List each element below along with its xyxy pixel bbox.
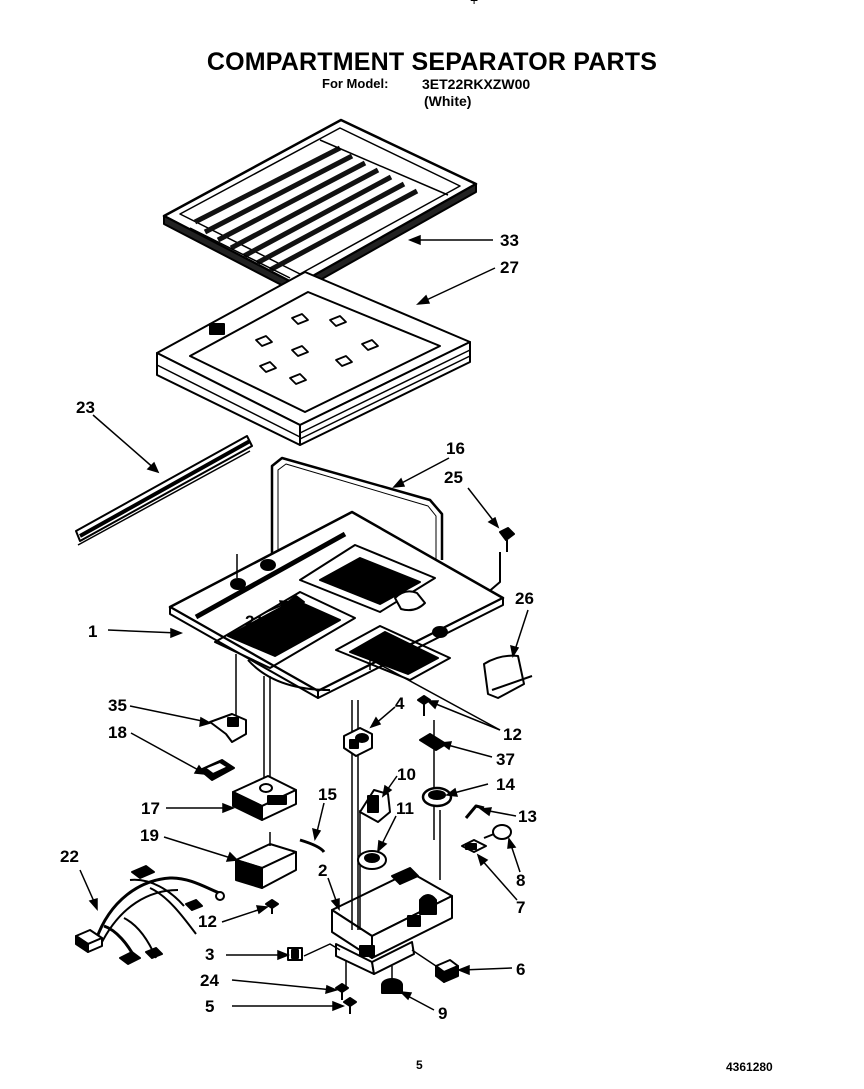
- callout-25: 25: [444, 468, 463, 487]
- callout-35: 35: [108, 696, 127, 715]
- nut-part-21: [287, 595, 305, 609]
- gear-part-14: [421, 786, 453, 808]
- callout-22: 22: [60, 847, 79, 866]
- callout-21: 21: [245, 612, 264, 631]
- shim-part-37: [419, 733, 447, 751]
- callout-12-lower: 12: [198, 912, 217, 931]
- callout-23: 23: [76, 398, 95, 417]
- knob-part-4: [343, 727, 373, 757]
- screw-part-5: [343, 997, 357, 1014]
- callout-27: 27: [500, 258, 519, 277]
- callout-14: 14: [496, 775, 515, 794]
- callout-8: 8: [516, 871, 525, 890]
- callout-18: 18: [108, 723, 127, 742]
- callout-3: 3: [205, 945, 214, 964]
- leader-lines: [79, 234, 529, 1012]
- label-plate-part-7: [461, 839, 487, 853]
- link-part-15: [299, 838, 326, 853]
- top-registration-mark: +: [470, 0, 479, 8]
- callout-6: 6: [516, 960, 525, 979]
- callout-10: 10: [397, 765, 416, 784]
- callout-15: 15: [318, 785, 337, 804]
- model-number: 3ET22RKXZW00: [422, 76, 531, 92]
- grommet-part-11: [357, 850, 387, 870]
- screw-part-12-upper: [417, 695, 431, 716]
- document-number: 4361280: [726, 1060, 773, 1074]
- callout-37: 37: [496, 750, 515, 769]
- clip-part-35: [209, 713, 247, 743]
- callout-11: 11: [396, 799, 414, 818]
- callout-9: 9: [438, 1004, 447, 1023]
- model-label: For Model:: [322, 76, 389, 91]
- control-bracket-part-2: [303, 700, 453, 975]
- wire-harness-part-22: [75, 865, 225, 965]
- breaker-strip-part-23: [75, 435, 253, 546]
- cover-part-19: [235, 832, 297, 889]
- connector-part-6: [411, 949, 459, 983]
- screw-part-12-lower: [265, 899, 279, 914]
- grille-shelf-part-33: [162, 118, 478, 294]
- callout-13: 13: [518, 807, 537, 826]
- callout-24: 24: [200, 971, 219, 990]
- foot-part-9: [381, 966, 403, 994]
- page-number: 5: [416, 1058, 423, 1072]
- callout-19: 19: [140, 826, 159, 845]
- callout-33: 33: [500, 231, 519, 250]
- callout-1: 1: [88, 622, 97, 641]
- dial-part-8: [483, 824, 512, 840]
- callout-7: 7: [516, 898, 525, 917]
- callout-4: 4: [395, 694, 405, 713]
- callout-17: 17: [141, 799, 160, 818]
- callout-numbers: 33 27 23 16 25 26 1 21 4 12 35 18 37 10 …: [60, 231, 537, 1023]
- color-note: (White): [424, 93, 472, 109]
- separator-pan-part-1: [168, 510, 505, 699]
- damper-control-part-10: [359, 789, 391, 823]
- screw-part-24: [335, 983, 349, 1000]
- callout-5: 5: [205, 997, 214, 1016]
- callout-26: 26: [515, 589, 534, 608]
- insulation-tape-part-26: [483, 654, 533, 699]
- clip-part-3: [287, 947, 303, 961]
- callout-16: 16: [446, 439, 465, 458]
- separator-frame-part-27: [156, 271, 471, 446]
- rod-part-13: [464, 804, 485, 819]
- bracket-part-18: [199, 759, 235, 781]
- terminal-block-part-17: [232, 775, 297, 821]
- page-title: COMPARTMENT SEPARATOR PARTS: [206, 48, 658, 76]
- callout-12-upper: 12: [503, 725, 522, 744]
- screw-part-25: [499, 527, 515, 552]
- callout-2: 2: [318, 861, 327, 880]
